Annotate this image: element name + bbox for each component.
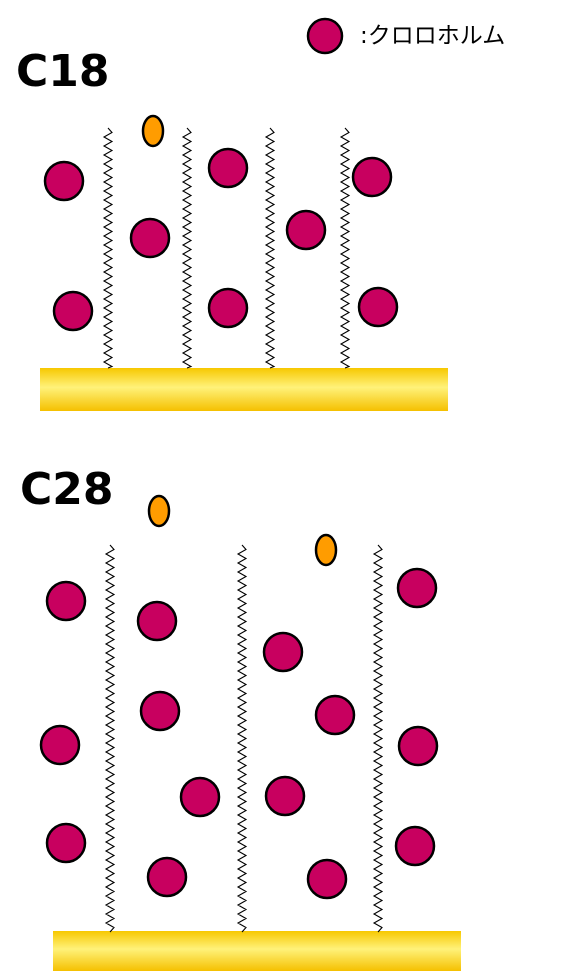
c18-chloroform-molecule: [43, 160, 85, 202]
c28-chloroform-molecule: [45, 580, 87, 622]
c18-chloroform-molecule: [52, 290, 94, 332]
c18-small-molecule: [141, 114, 165, 148]
c18-chloroform-molecule: [357, 286, 399, 328]
c18-alkyl-chain: [181, 127, 193, 369]
c18-substrate: [40, 368, 448, 411]
c28-chloroform-molecule: [394, 825, 436, 867]
legend-chloroform-marker: [306, 17, 344, 55]
c18-chloroform-molecule: [129, 217, 171, 259]
panel-title-c18: C18: [16, 46, 110, 97]
c18-chloroform-molecule: [207, 287, 249, 329]
c28-alkyl-chain: [104, 544, 116, 933]
c18-chloroform-molecule: [285, 209, 327, 251]
c18-alkyl-chain: [102, 127, 114, 369]
c28-small-molecule: [147, 494, 171, 528]
c18-chloroform-molecule: [351, 156, 393, 198]
c28-chloroform-molecule: [314, 694, 356, 736]
c18-alkyl-chain: [264, 127, 276, 369]
c28-chloroform-molecule: [262, 631, 304, 673]
c18-chloroform-molecule: [207, 147, 249, 189]
c28-chloroform-molecule: [396, 567, 438, 609]
c28-chloroform-molecule: [179, 776, 221, 818]
c28-alkyl-chain: [236, 544, 248, 933]
c28-chloroform-molecule: [306, 858, 348, 900]
legend-label: :クロロホルム: [360, 23, 506, 49]
c28-chloroform-molecule: [146, 856, 188, 898]
panel-title-c28: C28: [20, 464, 114, 515]
c28-chloroform-molecule: [39, 724, 81, 766]
c18-alkyl-chain: [339, 127, 351, 369]
c28-chloroform-molecule: [264, 775, 306, 817]
c28-chloroform-molecule: [397, 725, 439, 767]
c28-chloroform-molecule: [136, 600, 178, 642]
c28-substrate: [53, 931, 461, 971]
c28-small-molecule: [314, 533, 338, 567]
c28-alkyl-chain: [372, 544, 384, 933]
c28-chloroform-molecule: [45, 822, 87, 864]
c28-chloroform-molecule: [139, 690, 181, 732]
